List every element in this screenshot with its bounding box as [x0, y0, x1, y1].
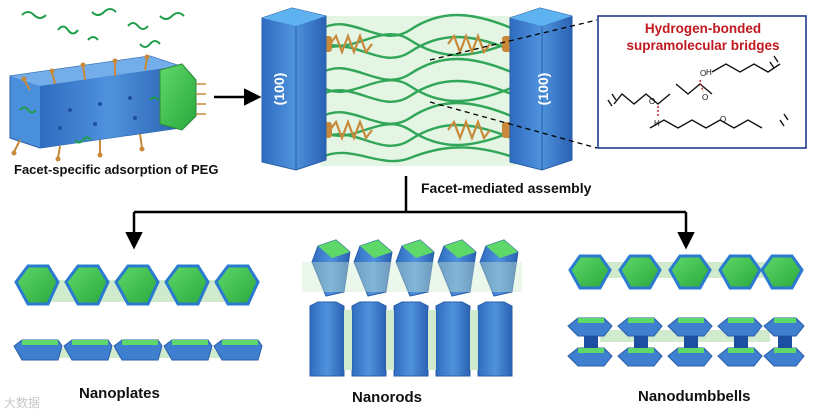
atom-h-1: H	[706, 68, 712, 77]
nanoplates-group	[13, 264, 263, 361]
atom-o-3: O	[702, 93, 708, 102]
plate-hexagons	[14, 264, 260, 306]
facet-adsorption-label: Facet-specific adsorption of PEG	[14, 162, 219, 177]
dumbbell-tops	[568, 254, 804, 290]
hbond-structure	[607, 55, 789, 129]
facet-index-right: (100)	[535, 73, 551, 106]
inset-title: Hydrogen-bonded supramolecular bridges	[606, 20, 800, 54]
inset-title-line1: Hydrogen-bonded	[644, 21, 762, 36]
facet-assembly-panel	[261, 7, 598, 171]
dumbbell-sides	[567, 317, 805, 367]
rod-bodies	[309, 301, 513, 377]
facet-index-left: (100)	[271, 73, 287, 106]
peg-coated-nanocrystal	[9, 8, 206, 162]
hbond-dashes	[657, 79, 704, 118]
rod-tops	[311, 239, 519, 297]
facet-assembly-label: Facet-mediated assembly	[421, 180, 592, 196]
nanoplates-label: Nanoplates	[79, 385, 160, 402]
atom-o-4: O	[720, 115, 726, 124]
atom-o-1: O	[700, 69, 706, 78]
nanodumbbells-group	[567, 254, 805, 367]
nanorods-label: Nanorods	[352, 389, 423, 406]
inset-title-line2: supramolecular bridges	[626, 38, 780, 53]
nanodumbbells-label: Nanodumbbells	[638, 388, 751, 405]
atom-o-2: O	[649, 97, 655, 106]
nanorods-group	[302, 239, 522, 377]
watermark: 大数据	[4, 396, 41, 410]
branch-arrows	[125, 176, 695, 250]
atom-h-2: H	[654, 119, 660, 128]
